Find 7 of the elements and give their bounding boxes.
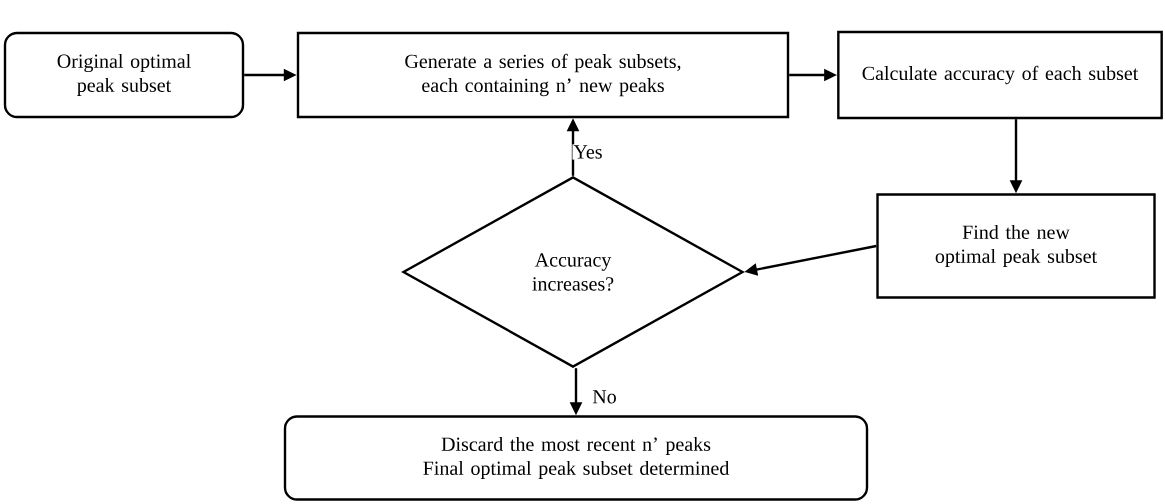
process-box: Calculate accuracy of each subset [837, 30, 1163, 120]
rounded-box: Discard the most recent n’ peaks Final optimal peak subset determined [283, 415, 869, 501]
edge-label: Yes [572, 144, 604, 160]
edge-label: No [591, 389, 618, 405]
rounded-box: Original optimal peak subset [3, 31, 245, 119]
process-box: Find the new optimal peak subset [876, 193, 1156, 299]
process-box: Generate a series of peak subsets, each containing n’ new peaks [296, 31, 790, 119]
